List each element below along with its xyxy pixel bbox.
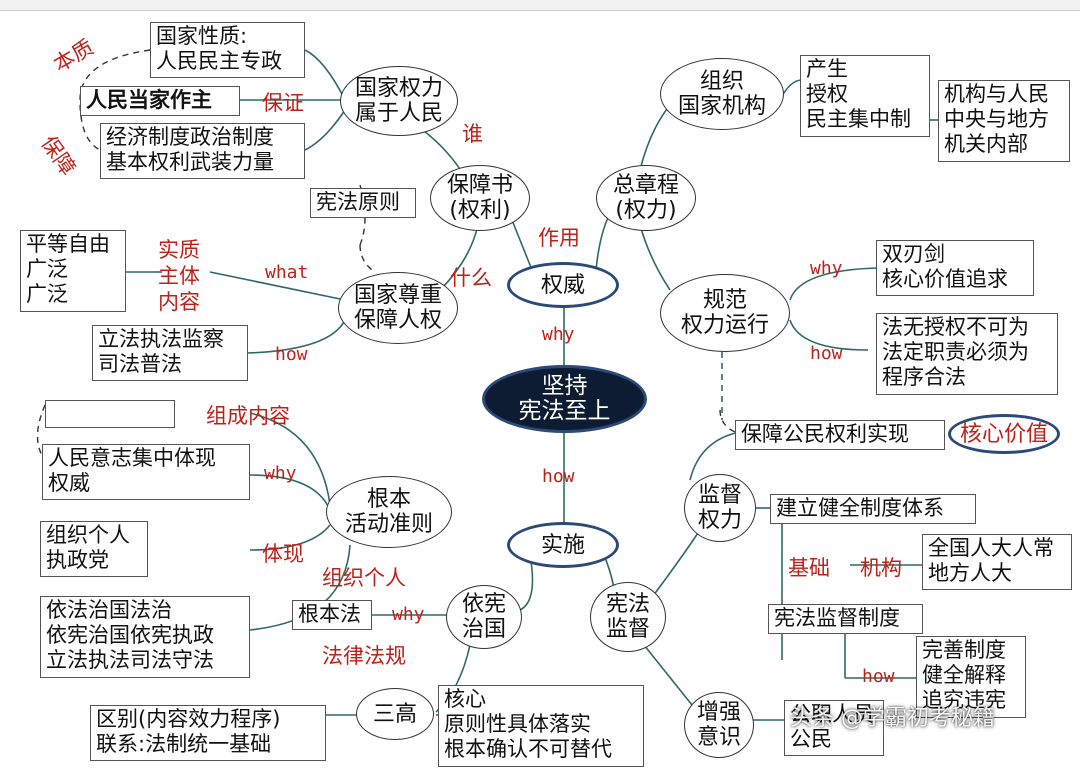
npc-box: 全国人大人常 地方人大	[922, 534, 1072, 590]
power-people-node: 国家权力 属于人民	[340, 66, 458, 136]
label-falv-fagui: 法律法规	[322, 644, 406, 668]
genbenfa-box: 根本法	[292, 600, 372, 630]
improve-box: 完善制度 健全解释 追究违宪	[916, 636, 1026, 718]
nature-box: 国家性质: 人民民主专政	[150, 22, 305, 78]
will-box: 人民意志集中体现 权威	[42, 444, 250, 500]
rule-box: 依法治国法治 依宪治国依宪执政 立法执法司法守法	[40, 596, 250, 678]
institution-box: 机构与人民 中央与地方 机关内部	[938, 80, 1070, 162]
empty-box	[45, 400, 175, 428]
label-yixian-why: why	[392, 604, 425, 625]
enhance-node: 增强 意识	[684, 692, 754, 758]
quality-label-2: 内容	[158, 290, 200, 314]
protect-rights-box: 保障公民权利实现	[735, 420, 945, 450]
people-master-box: 人民当家作主	[80, 86, 240, 116]
link-zuoyong: 作用	[538, 226, 580, 250]
watermark: 头条 @学霸初考秘籍	[790, 706, 995, 731]
guarantee-book-node: 保障书 (权利)	[430, 165, 530, 231]
label-embody: 体现	[262, 542, 304, 566]
quality-label-0: 实质	[158, 238, 200, 262]
legislation-box: 立法执法监察 司法普法	[92, 325, 248, 381]
link-shui: 谁	[462, 122, 483, 146]
produce-box: 产生 授权 民主集中制	[800, 55, 930, 137]
equality-box: 平等自由 广泛 广泛	[20, 230, 126, 312]
economy-box: 经济制度政治制度 基本权利武装力量	[100, 123, 305, 179]
authority-node: 权威	[507, 262, 619, 308]
supervise-power-node: 监督 权力	[684, 474, 756, 542]
constitution-principle-box: 宪法原则	[310, 188, 416, 218]
label-reg-how: how	[810, 343, 843, 364]
law-box: 法无授权不可为 法定职责必须为 程序合法	[876, 313, 1058, 395]
label-reg-why: why	[810, 258, 843, 279]
human-rights-node: 国家尊重 保障人权	[338, 272, 458, 344]
organize-node: 组织 国家机构	[660, 58, 784, 130]
center-line2: 宪法至上	[518, 398, 611, 424]
label-what: what	[265, 262, 309, 283]
supervision-system-box: 宪法监督制度	[768, 604, 923, 634]
top-scroll-edge	[0, 0, 1080, 11]
core-value-node: 核心价值	[948, 414, 1060, 454]
label-jichu: 基础	[788, 556, 830, 580]
quality-label-1: 主体	[158, 264, 200, 288]
const-supervision-node: 宪法 监督	[590, 582, 666, 652]
label-hr-how: how	[275, 344, 308, 365]
establish-system-box: 建立健全制度体系	[770, 494, 976, 524]
label-fund-why: why	[264, 463, 297, 484]
yixian-node: 依宪 治国	[446, 585, 522, 649]
fundamental-node: 根本 活动准则	[326, 476, 452, 548]
label-jigou: 机构	[860, 556, 902, 580]
label-baozheng: 保证	[262, 91, 304, 115]
center-line1: 坚持	[541, 373, 588, 399]
core-box: 核心 原则性具体落实 根本确认不可替代	[438, 685, 644, 767]
sword-box: 双刃剑 核心价值追求	[876, 240, 1034, 296]
implement-node: 实施	[507, 522, 619, 568]
diff-box: 区别(内容效力程序) 联系:法制统一基础	[90, 705, 326, 761]
link-shenme: 什么	[450, 266, 492, 290]
label-sup-how: how	[862, 666, 895, 687]
regulate-node: 规范 权力运行	[660, 274, 790, 352]
general-charter-node: 总章程 (权力)	[596, 165, 696, 231]
public-box: 公职人员 公民	[784, 700, 884, 756]
label-zuzhi-geren: 组织个人	[322, 566, 406, 590]
label-composition: 组成内容	[206, 404, 290, 428]
link-how: how	[542, 466, 575, 487]
org-box: 组织个人 执政党	[40, 521, 148, 577]
san-gao-node: 三高	[356, 688, 434, 740]
center-node: 坚持 宪法至上	[482, 365, 647, 433]
link-why: why	[542, 324, 575, 345]
